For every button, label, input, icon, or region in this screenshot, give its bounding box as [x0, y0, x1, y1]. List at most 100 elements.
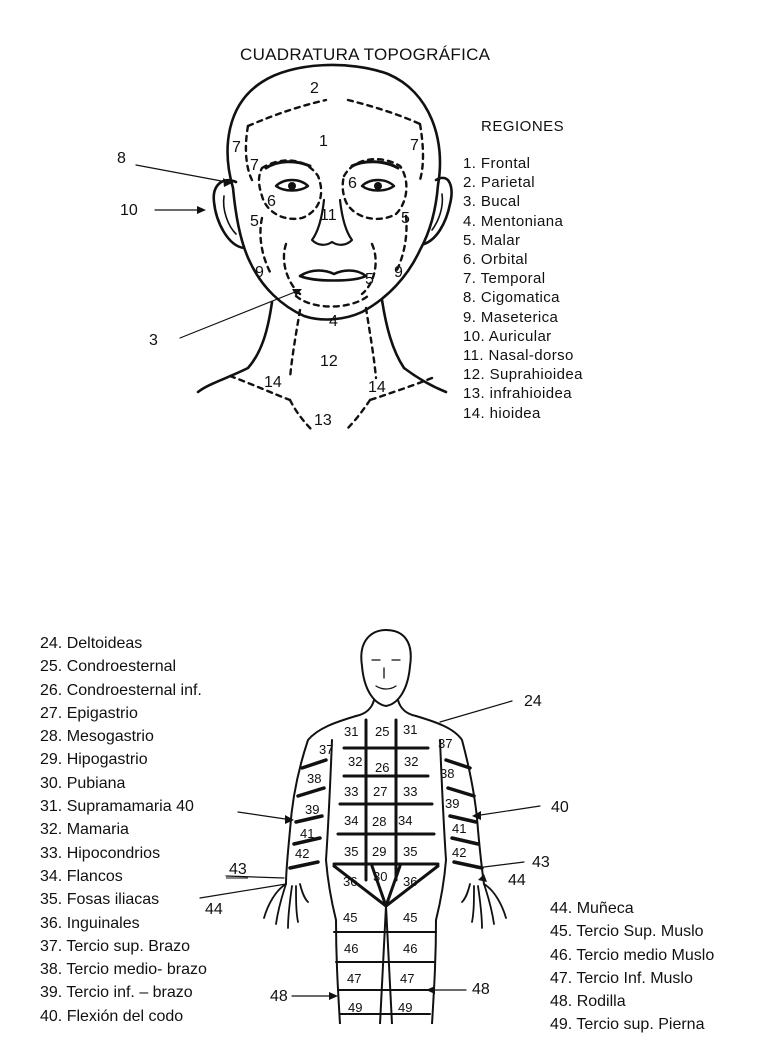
left-ear-inner	[222, 195, 237, 235]
body-label-42-right: 42	[452, 845, 466, 860]
head-label-11: 11	[320, 207, 337, 224]
head-label-2: 2	[310, 80, 319, 97]
body-drawing	[199, 629, 541, 1024]
body-label-27: 27	[373, 784, 387, 799]
list-item: 6. Orbital	[463, 251, 528, 269]
body-label-26: 26	[375, 760, 389, 775]
torso-outline	[285, 715, 485, 885]
list-item: 5. Malar	[463, 231, 521, 249]
callout-40: 40	[551, 799, 569, 816]
right-ear-inner	[431, 193, 444, 231]
list-item: 38. Tercio medio- brazo	[40, 961, 207, 979]
list-item: 14. hioidea	[463, 404, 541, 422]
head-label-9-right: 9	[394, 264, 403, 281]
list-item: 36. Inguinales	[40, 914, 140, 932]
body-label-28: 28	[372, 814, 386, 829]
list-item: 32. Mamaria	[40, 821, 129, 839]
body-label-49-right: 49	[398, 1000, 412, 1015]
head-label-4: 4	[329, 313, 338, 330]
leg-bands	[333, 931, 437, 1015]
arm-bands	[288, 758, 484, 870]
body-label-34-left: 34	[344, 813, 358, 828]
torso-grid	[332, 718, 440, 908]
body-label-46-right: 46	[403, 941, 417, 956]
body-label-36-right: 36	[403, 874, 417, 889]
body-label-41-right: 41	[452, 821, 466, 836]
left-ear	[212, 179, 246, 250]
left-eyebrow	[264, 160, 312, 170]
head-label-14-left: 14	[264, 374, 282, 391]
list-item: 2. Parietal	[463, 174, 535, 192]
body-label-47-left: 47	[347, 971, 361, 986]
list-item: 47. Tercio Inf. Muslo	[550, 969, 693, 987]
body-label-32-right: 32	[404, 754, 418, 769]
list-item: 24. Deltoideas	[40, 635, 143, 652]
list-item: 7. Temporal	[463, 270, 546, 288]
list-item: 13. infrahioidea	[463, 385, 572, 403]
list-item: 1. Frontal	[463, 155, 531, 172]
list-item: 28. Mesogastrio	[40, 728, 154, 746]
head-label-7-right: 7	[410, 137, 419, 154]
list-item: 48. Rodilla	[550, 993, 626, 1011]
head-label-10: 10	[120, 202, 138, 219]
list-item: 26. Condroesternal inf.	[40, 681, 202, 699]
list-item: 9. Maseterica	[463, 308, 559, 326]
list-item: 35. Fosas iliacas	[40, 891, 160, 909]
regions-heading: REGIONES	[481, 118, 565, 135]
callout-48-left: 48	[270, 988, 288, 1005]
body-regions-list-right: 44. Muñeca 45. Tercio Sup. Muslo 46. Ter…	[550, 897, 714, 1037]
list-item: 3. Bucal	[463, 193, 521, 211]
list-item: 39. Tercio inf. – brazo	[40, 984, 193, 1002]
body-label-31-left: 31	[344, 724, 358, 739]
head-pointer-lines	[135, 164, 301, 339]
callout-48-right: 48	[472, 981, 490, 998]
right-hand	[461, 883, 507, 929]
head-label-6-right: 6	[348, 175, 357, 192]
callout-43-right: 43	[532, 854, 550, 871]
right-ear	[422, 176, 453, 246]
body-label-45-left: 45	[343, 910, 357, 925]
body-label-37-left: 37	[319, 742, 333, 757]
body-label-49-left: 49	[348, 1000, 362, 1015]
head-region-lines	[228, 98, 434, 432]
callout-24: 24	[524, 693, 542, 710]
body-label-33-left: 33	[344, 784, 358, 799]
body-region-labels: 31 25 31 37 37 32 26 32 38 38 33 27 33 3…	[295, 722, 466, 1015]
regions-list: 1. Frontal 2. Parietal 3. Bucal 4. Mento…	[463, 154, 583, 423]
head-drawing	[135, 63, 453, 432]
head-label-13: 13	[314, 412, 332, 429]
list-item: 33. Hipocondrios	[40, 844, 161, 862]
body-label-42-left: 42	[295, 846, 309, 861]
head-label-5-left: 5	[250, 213, 259, 230]
list-item: 37. Tercio sup. Brazo	[40, 937, 191, 955]
body-label-39-left: 39	[305, 802, 319, 817]
body-label-31-right: 31	[403, 722, 417, 737]
body-label-36-left: 36	[343, 874, 357, 889]
head-region-labels: 2 1 7 7 7 8 6 6 10 5 11 5 9 5 9 1 3 4 12…	[117, 80, 419, 429]
body-callout-labels: 24 40 43 44 43 44 48 48	[205, 693, 569, 1005]
list-item: 4. Mentoniana	[463, 212, 564, 230]
list-item: 44. Muñeca	[550, 900, 634, 917]
neck-left	[196, 300, 274, 394]
body-label-39-right: 39	[445, 796, 459, 811]
list-item: 27. Epigastrio	[40, 704, 138, 722]
mouth	[298, 269, 368, 282]
list-item: 11. Nasal-dorso	[463, 347, 574, 365]
list-item: 30. Pubiana	[40, 774, 126, 792]
body-label-37-right: 37	[438, 736, 452, 751]
right-eye	[360, 178, 396, 192]
list-item: 29. Hipogastrio	[40, 751, 148, 769]
list-item: 31. Supramamaria 40	[40, 798, 194, 816]
nose	[310, 198, 354, 246]
body-label-38-left: 38	[307, 771, 321, 786]
list-item: 34. Flancos	[40, 867, 123, 885]
head-label-1: 1	[319, 133, 328, 150]
body-label-29: 29	[372, 844, 386, 859]
body-label-30: 30	[373, 869, 387, 884]
list-item: 40. Flexión del codo	[40, 1007, 184, 1025]
head-outline	[226, 63, 442, 321]
head-label-8: 8	[117, 150, 126, 167]
body-regions-list-left: 24. Deltoideas 25. Condroesternal 26. Co…	[40, 632, 207, 1028]
neck-right	[380, 298, 448, 394]
